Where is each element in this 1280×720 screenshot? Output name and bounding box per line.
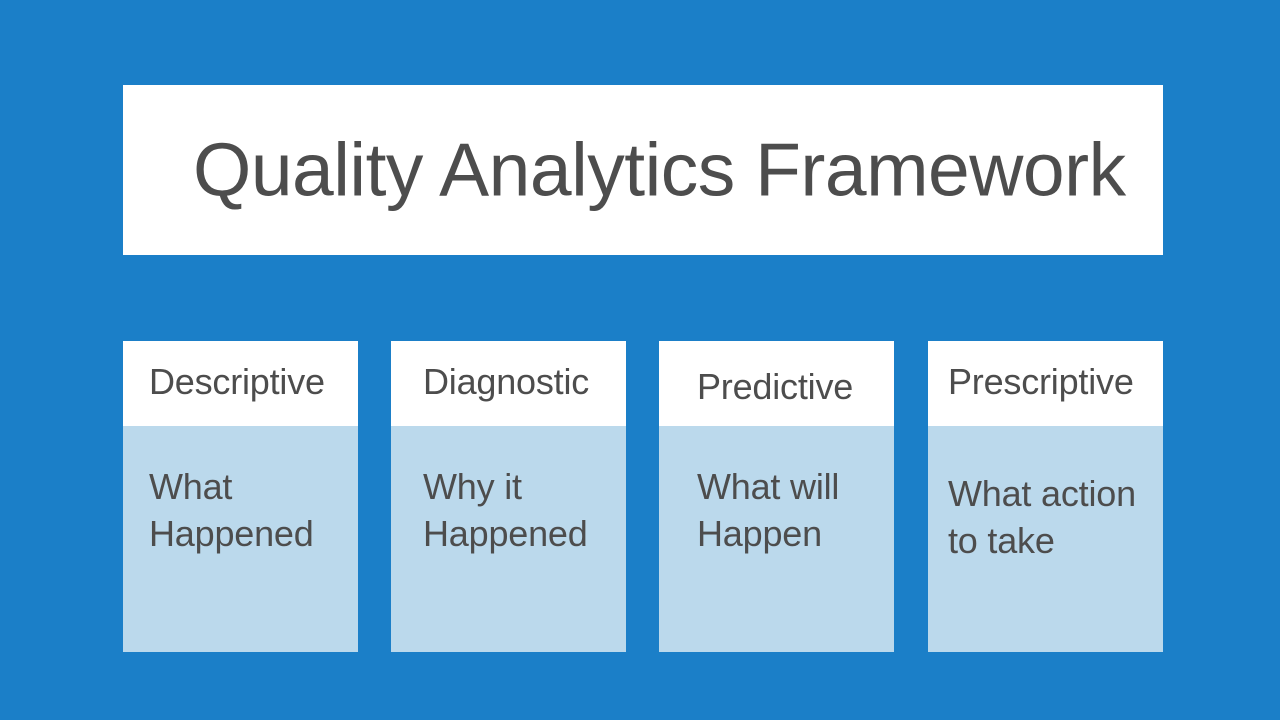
card-body-prescriptive: What action to take — [928, 426, 1163, 652]
analytics-card-predictive[interactable]: Predictive What will Happen — [659, 341, 894, 652]
card-header-diagnostic: Diagnostic — [391, 341, 626, 426]
analytics-card-prescriptive[interactable]: Prescriptive What action to take — [928, 341, 1163, 652]
card-title-prescriptive: Prescriptive — [948, 361, 1134, 402]
card-body-predictive: What will Happen — [659, 426, 894, 652]
analytics-card-diagnostic[interactable]: Diagnostic Why it Happened — [391, 341, 626, 652]
card-title-diagnostic: Diagnostic — [423, 361, 590, 402]
analytics-card-descriptive[interactable]: Descriptive What Happened — [123, 341, 358, 652]
card-title-descriptive: Descriptive — [149, 361, 325, 402]
card-body-diagnostic: Why it Happened — [391, 426, 626, 652]
card-body-descriptive: What Happened — [123, 426, 358, 652]
card-header-descriptive: Descriptive — [123, 341, 358, 426]
analytics-card-row: Descriptive What Happened Diagnostic Why… — [123, 341, 1163, 652]
card-description-descriptive: What Happened — [149, 466, 314, 554]
card-description-diagnostic: Why it Happened — [423, 466, 588, 554]
card-description-prescriptive: What action to take — [948, 473, 1136, 561]
card-title-predictive: Predictive — [697, 366, 854, 407]
page-title: Quality Analytics Framework — [193, 127, 1126, 212]
card-description-predictive: What will Happen — [697, 466, 840, 554]
card-header-predictive: Predictive — [659, 341, 894, 426]
title-banner: Quality Analytics Framework — [123, 85, 1163, 255]
card-header-prescriptive: Prescriptive — [928, 341, 1163, 426]
